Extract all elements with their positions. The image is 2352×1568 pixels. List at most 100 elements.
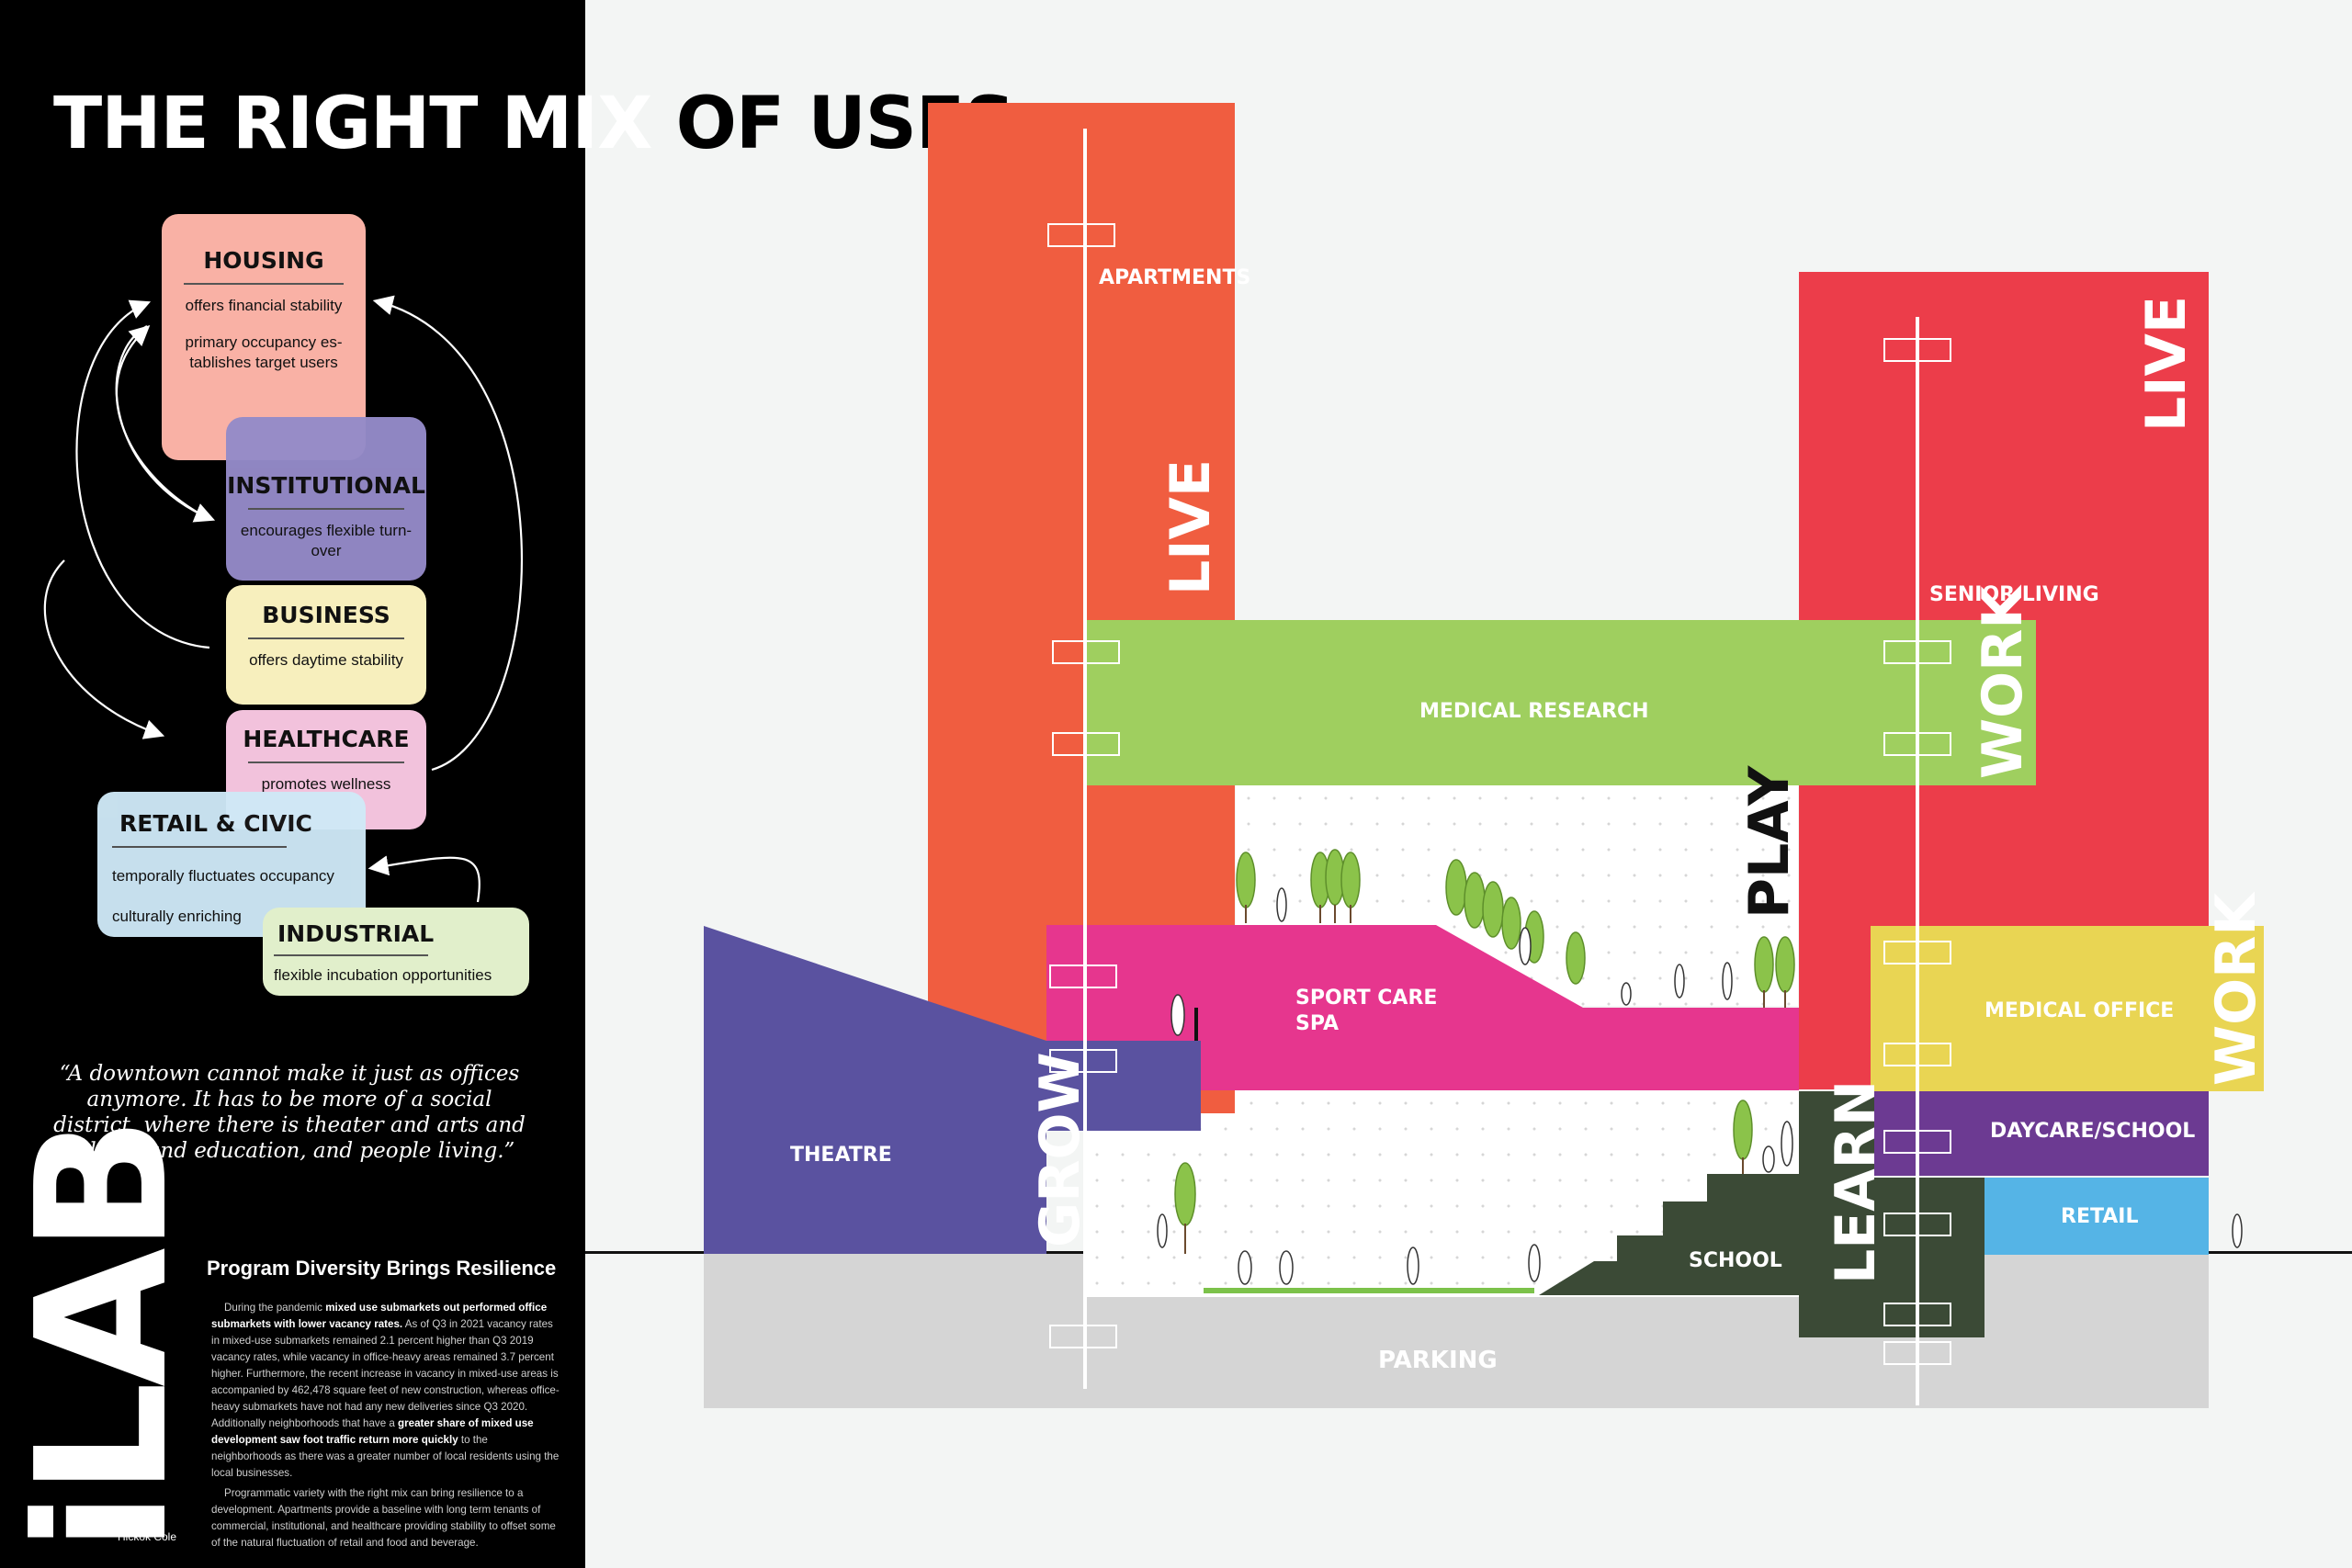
retail-block (1984, 1178, 2209, 1255)
logo-subtitle: Hickok Cole (118, 1530, 177, 1543)
person-icon (1519, 927, 1532, 965)
stop-marker (1047, 223, 1115, 247)
person-icon (1238, 1250, 1252, 1285)
body-p1-a: During the pandemic (224, 1302, 326, 1314)
tree-icon (1464, 872, 1486, 929)
circulation-line-left (1083, 129, 1087, 1389)
circulation-line-right (1916, 317, 1919, 1405)
stop-marker (1883, 1130, 1951, 1154)
tree-icon (1445, 859, 1467, 916)
stop-marker (1883, 1341, 1951, 1365)
card-business-title: BUSINESS (262, 602, 390, 628)
theatre-label: THEATRE (790, 1144, 892, 1167)
card-retail-civic-line1: temporally fluctuates occupancy (112, 867, 334, 885)
person-icon (1621, 982, 1632, 1006)
person-icon (1674, 964, 1685, 998)
theatre-block (704, 926, 1046, 1254)
tree-icon (1501, 897, 1521, 950)
parking-label: PARKING (1378, 1347, 1498, 1374)
body-paragraph-1: During the pandemic mixed use submarkets… (211, 1300, 560, 1482)
stop-marker (1052, 640, 1120, 664)
title-part-1: THE RIGHT MIX (53, 83, 676, 165)
card-housing-line3: tablishes target users (189, 354, 338, 372)
stop-marker (1049, 964, 1117, 988)
arrow-healthcare-to-housing (372, 295, 524, 772)
school-label: SCHOOL (1689, 1249, 1782, 1272)
body-p1-b: mixed use submarkets out performed offic… (211, 1302, 548, 1330)
tree-icon (1340, 852, 1361, 908)
person-icon (1276, 887, 1287, 922)
card-institutional-line1: encourages flexible turn- (240, 522, 413, 539)
stop-marker (1883, 640, 1951, 664)
learn-column (1799, 1091, 1874, 1337)
sport-care-block (1046, 925, 1799, 1090)
card-housing-title: HOUSING (203, 247, 324, 274)
card-industrial: INDUSTRIAL flexible incubation opportuni… (263, 908, 529, 996)
medical-research-block (1086, 620, 2036, 785)
body-p1-e: greater share of mixed use development s… (211, 1416, 534, 1446)
card-business: BUSINESS offers daytime stability (226, 585, 426, 705)
cycle-arrows (43, 295, 524, 903)
card-retail-civic-title: RETAIL & CIVIC (119, 810, 312, 837)
sport-care-label-1: SPORT CARE (1295, 987, 1438, 1010)
stop-marker (1883, 732, 1951, 756)
card-industrial-line1: flexible incubation opportunities (274, 966, 492, 984)
card-industrial-title: INDUSTRIAL (277, 920, 435, 947)
stop-marker (1883, 941, 1951, 964)
body-p1-f: to the neighborhoods as there was a grea… (211, 1433, 560, 1479)
tree-icon (1754, 936, 1774, 993)
body-text: During the pandemic mixed use submarkets… (211, 1300, 560, 1555)
arrow-retail-to-healthcare (43, 559, 165, 739)
tree-icon (1566, 931, 1586, 985)
tree-icon (1482, 881, 1504, 938)
senior-living-label: SENIOR LIVING (1929, 583, 2099, 606)
apartments-label: APARTMENTS (1099, 266, 1251, 289)
medical-office-block (1871, 926, 2264, 1091)
lower-court-grass (1204, 1288, 1534, 1293)
card-healthcare-rule (247, 761, 405, 763)
card-retail-civic-rule (112, 846, 287, 848)
person-icon (1157, 1213, 1168, 1248)
card-business-line1: offers daytime stability (249, 651, 403, 669)
card-institutional-line2: over (311, 542, 342, 560)
person-icon (1781, 1121, 1793, 1167)
tree-icon (1775, 936, 1795, 993)
daycare-label: DAYCARE/SCHOOL (1990, 1120, 2196, 1143)
tree-icon (1174, 1162, 1196, 1226)
retail-label: RETAIL (2061, 1205, 2139, 1228)
stop-marker (1883, 1043, 1951, 1066)
card-healthcare-line1: promotes wellness (261, 775, 391, 793)
card-institutional: INSTITUTIONAL encourages flexible turn- … (226, 417, 426, 581)
arrow-housing-to-institutional (115, 325, 216, 523)
card-institutional-rule (247, 508, 405, 510)
stop-marker (1049, 1049, 1117, 1073)
tree-icon (1236, 852, 1256, 908)
stop-marker (1883, 338, 1951, 362)
card-business-rule (247, 637, 405, 639)
medical-office-label: MEDICAL OFFICE (1984, 999, 2175, 1022)
sport-care-label-2: SPA (1295, 1012, 1339, 1035)
theatre-lobby (1046, 1041, 1201, 1131)
stop-marker (1049, 1325, 1117, 1348)
body-paragraph-2: Programmatic variety with the right mix … (211, 1486, 556, 1549)
person-icon (1762, 1145, 1775, 1173)
stop-marker (1883, 1213, 1951, 1236)
arrow-business-to-housing (75, 299, 210, 649)
medical-research-label: MEDICAL RESEARCH (1419, 700, 1649, 723)
person-icon (1170, 994, 1185, 1036)
card-institutional-title: INSTITUTIONAL (227, 472, 425, 499)
person-icon (1528, 1244, 1541, 1282)
tree-icon (1733, 1100, 1753, 1160)
body-p1-d: Additionally neighborhoods that have a (211, 1416, 399, 1429)
stop-marker (1052, 732, 1120, 756)
body-p1-c: As of Q3 in 2021 vacancy rates in mixed-… (211, 1317, 560, 1413)
card-housing-rule (184, 283, 344, 285)
pull-quote: “A downtown cannot make it just as offic… (53, 1062, 526, 1164)
card-housing-line1: offers financial stability (185, 297, 343, 314)
card-retail-civic-line2: culturally enriching (112, 908, 242, 926)
stop-marker (1883, 1303, 1951, 1326)
card-housing-line2: primary occupancy es- (185, 333, 343, 352)
card-healthcare-title: HEALTHCARE (243, 726, 410, 752)
person-icon (1722, 962, 1733, 1000)
